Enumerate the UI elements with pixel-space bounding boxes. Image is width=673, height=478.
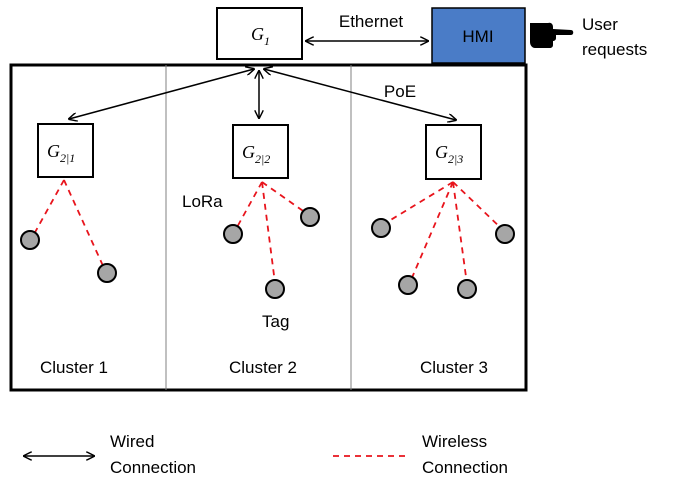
user-requests-line1: User [582,15,618,34]
hmi-box: HMI [431,7,526,64]
cluster-label-3: Cluster 3 [420,358,488,377]
wireless-link [410,181,454,281]
tag-label: Tag [262,312,289,331]
wired-link-g1-g23 [264,69,456,120]
tag-node [457,279,477,299]
legend: Wired Connection Wireless Connection [24,432,508,477]
tag-node [495,224,515,244]
tag-node [20,230,40,250]
wireless-link [63,179,105,269]
gateway-g21: G2|1 [37,123,94,178]
tag-node [223,224,243,244]
wired-link-g1-g21 [69,69,254,119]
g22-subscript: 2|2 [255,152,270,166]
wireless-link [261,181,307,214]
g22-symbol: G [242,142,255,162]
legend-wireless-line1: Wireless [422,432,487,451]
user-requests-line2: requests [582,40,647,59]
wireless-link [452,181,504,231]
g21-subscript: 2|1 [60,151,75,165]
wireless-link [383,181,454,225]
svg-text:G2|2: G2|2 [242,142,270,166]
tag-node [398,275,418,295]
tag-node [97,263,117,283]
tag-node [371,218,391,238]
legend-wired-line2: Connection [110,458,196,477]
legend-wired-line1: Wired [110,432,154,451]
cluster-label-1: Cluster 1 [40,358,108,377]
svg-text:G2|3: G2|3 [435,142,463,166]
legend-wireless-line2: Connection [422,458,508,477]
g1-symbol: G [251,24,264,44]
svg-text:G1: G1 [251,24,270,48]
lora-label: LoRa [182,192,223,211]
gateway-g1: G1 [216,7,303,60]
pointing-hand-icon [530,22,574,48]
wireless-link [235,181,263,230]
gateway-g23: G2|3 [425,124,482,180]
hmi-label: HMI [462,27,493,46]
hmi-rect [431,7,526,64]
g1-subscript: 1 [264,34,270,48]
gateway-g22: G2|2 [232,124,289,179]
wireless-link [261,181,276,284]
tag-node [300,207,320,227]
poe-label: PoE [384,82,416,101]
cluster-label-2: Cluster 2 [229,358,297,377]
ethernet-label: Ethernet [339,12,404,31]
tag-node [265,279,285,299]
g23-subscript: 2|3 [448,152,463,166]
g23-symbol: G [435,142,448,162]
g21-symbol: G [47,141,60,161]
svg-text:G2|1: G2|1 [47,141,75,165]
